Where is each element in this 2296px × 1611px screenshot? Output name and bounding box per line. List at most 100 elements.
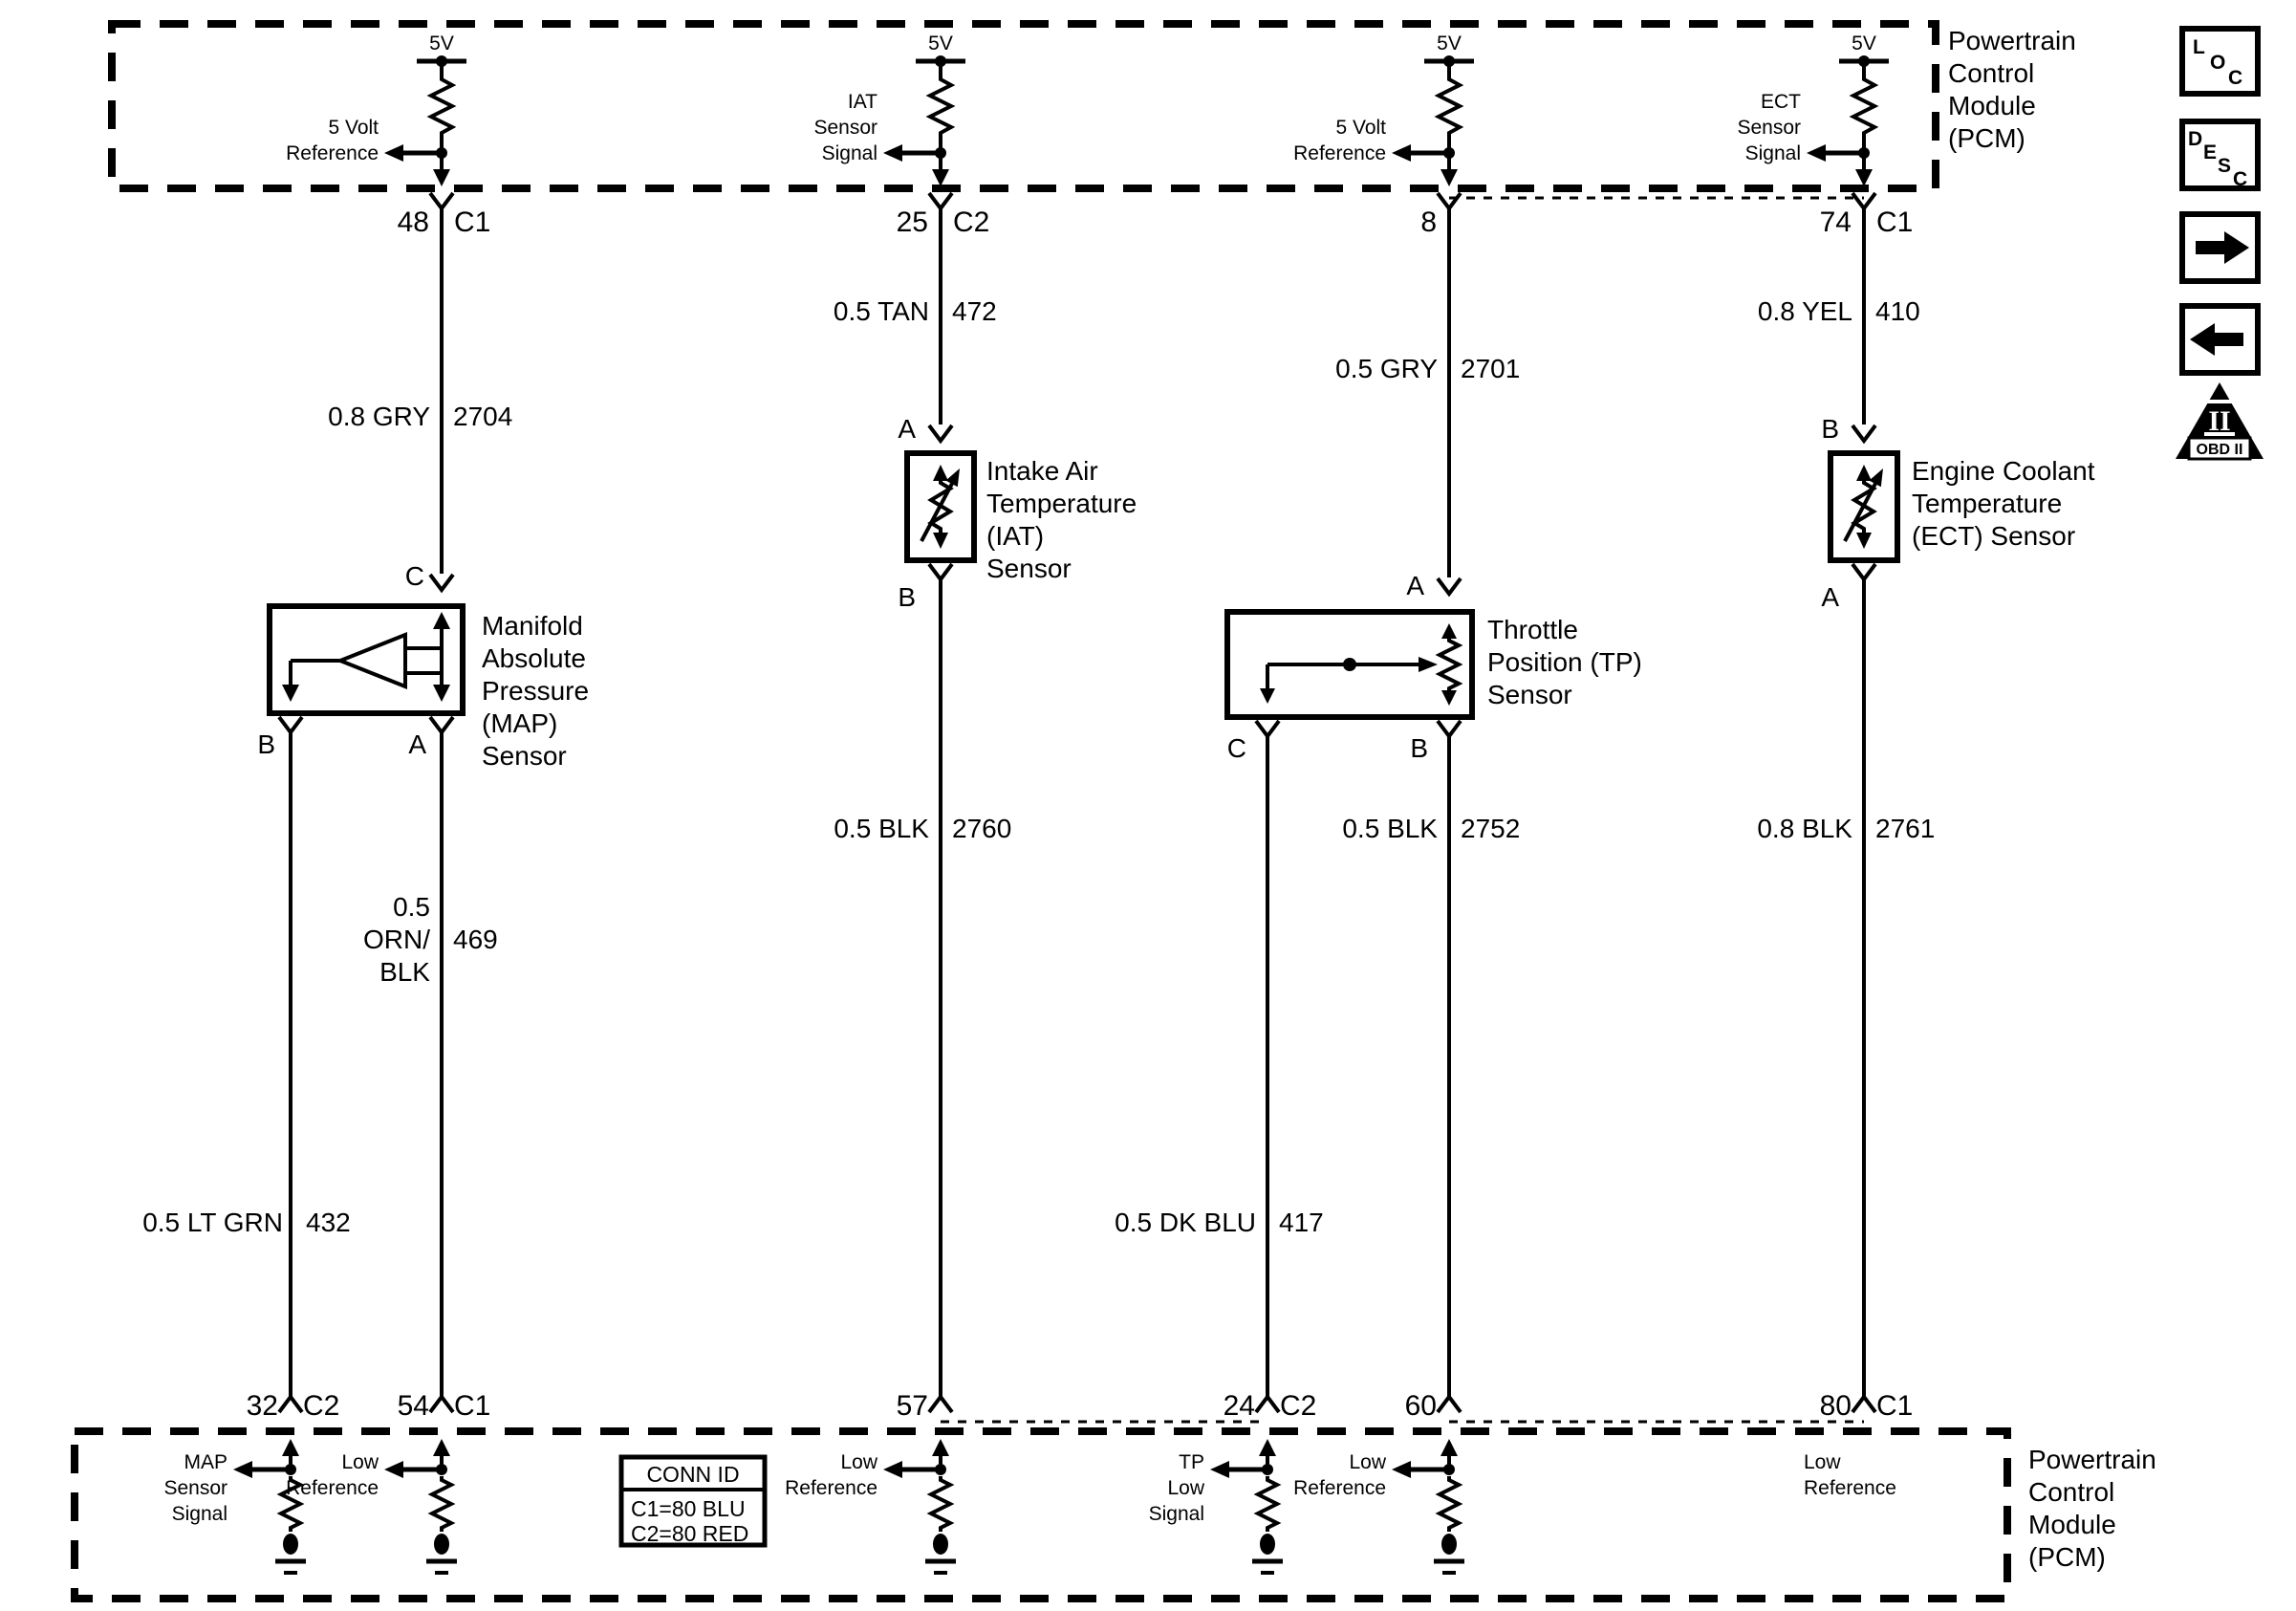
pcm-signal-label: Signal — [822, 142, 877, 164]
wire-label-2701: 0.5 GRY — [1335, 354, 1438, 383]
pin-number: 57 — [897, 1390, 928, 1422]
supply-5v-label: 5V — [1437, 33, 1462, 54]
map-sensor-name: Absolute — [482, 643, 586, 673]
tp-pin-b: B — [1410, 733, 1428, 763]
pcm-signal-label: 5 Volt — [1335, 117, 1386, 139]
ect-sensor-name: Engine Coolant — [1912, 456, 2095, 486]
arrow-left-icon — [2190, 323, 2243, 356]
pin-number: 54 — [398, 1390, 429, 1422]
pcm-bottom-title: Powertrain Control Module (PCM) — [2028, 1445, 2156, 1572]
map-sensor: C B A Manifold Absolute Pressure (MAP) S… — [257, 561, 589, 771]
ect-sensor: B A Engine Coolant Temperature (ECT) Sen… — [1821, 414, 2094, 612]
wire-circuit-410: 410 — [1875, 296, 1920, 326]
supply-circuit-5v-reference-2: 5V 5 Volt Reference 8 — [1293, 33, 1474, 238]
loc-icon: L — [2193, 36, 2205, 58]
map-sensor-name: Manifold — [482, 611, 583, 641]
pin-number: 32 — [247, 1390, 278, 1422]
wire-circuit-2752: 2752 — [1461, 814, 1520, 843]
connector-id: C1 — [454, 207, 490, 238]
iat-sensor: A B Intake Air Temperature (IAT) Sensor — [898, 414, 1137, 612]
desc-button[interactable]: D E S C — [2179, 119, 2261, 191]
conn-id-legend: CONN ID C1=80 BLU C2=80 RED — [618, 1454, 768, 1548]
pcm-signal-label: Reference — [286, 1477, 379, 1499]
wire-circuit-2760: 2760 — [952, 814, 1011, 843]
iat-pin-b: B — [898, 582, 916, 612]
pcm-signal-label: Reference — [785, 1477, 877, 1499]
pcm-signal-label: Low — [840, 1451, 877, 1473]
wire-label-2704: 0.8 GRY — [328, 402, 430, 431]
tp-sensor: A C B Throttle Position (TP) Sensor — [1224, 571, 1642, 763]
pcm-signal-label: 5 Volt — [328, 117, 379, 139]
connector-id: C2 — [953, 207, 989, 238]
pin-number: 74 — [1820, 207, 1852, 238]
wire-circuit-2701: 2701 — [1461, 354, 1520, 383]
bottom-circuit-low-ref-57: 57 Low Reference — [785, 1390, 956, 1573]
wire-label-417: 0.5 DK BLU — [1115, 1208, 1256, 1237]
connector-id: C1 — [454, 1390, 490, 1422]
wire-label-432: 0.5 LT GRN — [142, 1208, 283, 1237]
wire-label-2752: 0.5 BLK — [1342, 814, 1438, 843]
pcm-bottom-title-line: Module — [2028, 1510, 2116, 1539]
pcm-signal-label: Low — [341, 1451, 379, 1473]
tp-pin-a: A — [1406, 571, 1424, 600]
wire-circuit-417: 417 — [1279, 1208, 1324, 1237]
pcm-signal-label: Sensor — [1737, 117, 1801, 139]
obd2-badge[interactable]: II OBD II — [2176, 382, 2264, 461]
tp-sensor-name: Throttle — [1487, 615, 1578, 644]
iat-pin-a: A — [898, 414, 916, 444]
desc-icon: C — [2233, 168, 2247, 190]
bottom-circuit-low-ref-80: 80 C1 Low Reference — [1804, 1390, 1913, 1499]
bottom-circuit-low-ref-60: 60 Low Reference — [1293, 1390, 1464, 1573]
wire-label-410: 0.8 YEL — [1758, 296, 1852, 326]
obd2-label: OBD II — [2197, 442, 2243, 458]
pcm-top-title-line: Powertrain — [1948, 26, 2076, 55]
pcm-signal-label: Sensor — [163, 1477, 227, 1499]
pin-number: 25 — [897, 207, 928, 238]
bottom-circuit-map-signal: 32 C2 MAP Sensor Signal — [163, 1390, 339, 1573]
ect-sensor-name: (ECT) Sensor — [1912, 521, 2075, 551]
ect-sensor-name: Temperature — [1912, 489, 2062, 518]
pin-number: 60 — [1405, 1390, 1437, 1422]
pcm-bottom-title-line: (PCM) — [2028, 1542, 2106, 1572]
iat-sensor-name: Sensor — [986, 554, 1072, 583]
wire-label-2761: 0.8 BLK — [1757, 814, 1852, 843]
ect-pin-a: A — [1821, 582, 1839, 612]
bottom-circuit-tp-low-signal: 24 C2 TP Low Signal — [1149, 1390, 1316, 1573]
pcm-bottom-title-line: Powertrain — [2028, 1445, 2156, 1474]
wire-label-2760: 0.5 BLK — [834, 814, 929, 843]
conn-id-title: CONN ID — [646, 1462, 739, 1487]
pcm-signal-label: ECT — [1761, 91, 1801, 113]
pin-number: 24 — [1224, 1390, 1255, 1422]
wire-label-469: BLK — [379, 957, 430, 987]
supply-circuit-iat-signal: 5V IAT Sensor Signal 25 C2 — [813, 33, 989, 238]
harness-wires — [289, 208, 1866, 1397]
wire-labels: 0.8 GRY 2704 0.5 TAN 472 0.5 GRY 2701 0.… — [142, 296, 1935, 1237]
connector-id: C2 — [1280, 1390, 1316, 1422]
pcm-signal-label: Signal — [1149, 1503, 1204, 1525]
pcm-signal-label: Low — [1167, 1477, 1204, 1499]
supply-5v-label: 5V — [429, 33, 454, 54]
wire-label-472: 0.5 TAN — [834, 296, 929, 326]
wire-circuit-2761: 2761 — [1875, 814, 1935, 843]
map-amplifier-triangle-icon — [335, 632, 407, 689]
conn-id-row: C1=80 BLU — [631, 1496, 746, 1521]
desc-icon: S — [2218, 155, 2231, 177]
wire-circuit-472: 472 — [952, 296, 997, 326]
pcm-signal-label: Signal — [1745, 142, 1801, 164]
pcm-signal-label: Low — [1804, 1451, 1841, 1473]
iat-sensor-name: Intake Air — [986, 456, 1098, 486]
pcm-top-title-line: Control — [1948, 58, 2034, 88]
supply-circuit-5v-reference-1: 5V 5 Volt Reference 48 C1 — [286, 33, 490, 238]
wire-label-469: ORN/ — [363, 925, 430, 954]
back-button[interactable] — [2179, 303, 2261, 376]
pcm-top-title-line: (PCM) — [1948, 123, 2025, 153]
loc-button[interactable]: L O C — [2179, 26, 2261, 97]
connector-id: C2 — [303, 1390, 339, 1422]
pcm-top-title: Powertrain Control Module (PCM) — [1948, 26, 2076, 153]
pin-number: 48 — [398, 207, 429, 238]
pin-number: 80 — [1820, 1390, 1852, 1422]
pcm-signal-label: Reference — [1293, 142, 1386, 164]
forward-button[interactable] — [2179, 211, 2261, 284]
ect-pin-b: B — [1821, 414, 1839, 444]
